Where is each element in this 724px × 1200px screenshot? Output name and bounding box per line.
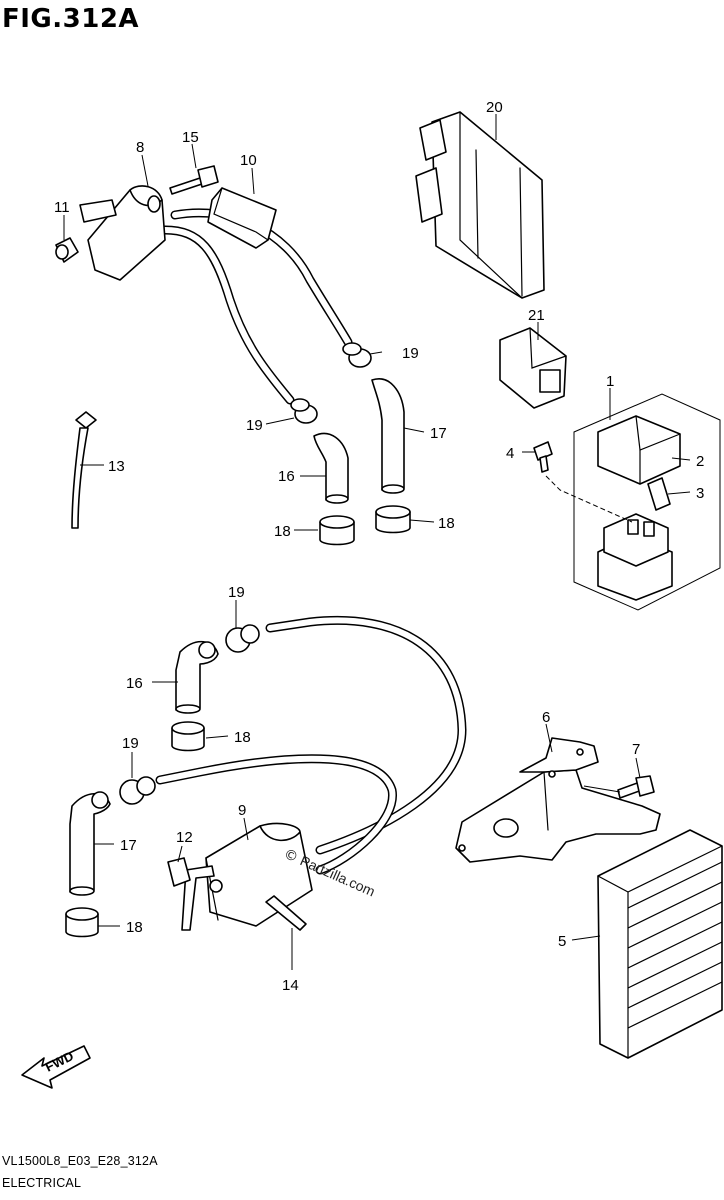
model-code: VL1500L8_E03_E28_312A bbox=[2, 1154, 158, 1168]
callout-6[interactable]: 6 bbox=[542, 709, 550, 726]
callout-19d[interactable]: 19 bbox=[122, 735, 139, 752]
seal-18-upper-right[interactable] bbox=[375, 505, 411, 534]
plug-cap-19-lower-upper[interactable] bbox=[225, 624, 260, 653]
callout-21[interactable]: 21 bbox=[528, 307, 545, 324]
callout-18d[interactable]: 18 bbox=[126, 919, 143, 936]
regulator-rectifier[interactable] bbox=[597, 829, 723, 1059]
callout-9[interactable]: 9 bbox=[238, 802, 246, 819]
callout-7[interactable]: 7 bbox=[632, 741, 640, 758]
callout-5[interactable]: 5 bbox=[558, 933, 566, 950]
spark-plug-cap-17-lower[interactable] bbox=[69, 791, 111, 896]
callout-20[interactable]: 20 bbox=[486, 99, 503, 116]
bracket-6[interactable] bbox=[455, 737, 661, 863]
callout-11[interactable]: 11 bbox=[54, 199, 70, 216]
callout-labels: 20 21 1 2 3 4 6 7 5 8 15 10 11 19 19 17 … bbox=[54, 99, 704, 994]
section-name: ELECTRICAL bbox=[2, 1176, 82, 1190]
cable-tie-13[interactable] bbox=[71, 411, 97, 529]
bolt-15[interactable] bbox=[169, 165, 219, 195]
callout-19b[interactable]: 19 bbox=[246, 417, 263, 434]
callout-2[interactable]: 2 bbox=[696, 453, 704, 470]
callout-18c[interactable]: 18 bbox=[234, 729, 251, 746]
callout-18b[interactable]: 18 bbox=[438, 515, 455, 532]
relay-cover-2[interactable] bbox=[597, 415, 681, 485]
callout-13[interactable]: 13 bbox=[108, 458, 125, 475]
callout-1[interactable]: 1 bbox=[606, 373, 614, 390]
callout-16b[interactable]: 16 bbox=[126, 675, 143, 692]
callout-4[interactable]: 4 bbox=[506, 445, 514, 462]
plug-cap-19-upper-left[interactable] bbox=[290, 398, 318, 424]
seal-18-lower-lower[interactable] bbox=[65, 907, 99, 938]
callout-leaders bbox=[63, 114, 691, 970]
seal-18-lower-upper[interactable] bbox=[171, 721, 205, 752]
callout-12[interactable]: 12 bbox=[176, 829, 193, 846]
seal-18-upper-left[interactable] bbox=[319, 515, 355, 546]
callout-17a[interactable]: 17 bbox=[430, 425, 447, 442]
plug-cap-19-upper-right[interactable] bbox=[342, 342, 372, 368]
callout-14[interactable]: 14 bbox=[282, 977, 299, 994]
ecm-unit[interactable] bbox=[415, 111, 545, 299]
bolt-14[interactable] bbox=[265, 895, 307, 931]
callout-16a[interactable]: 16 bbox=[278, 468, 295, 485]
fwd-arrow-icon: FWD bbox=[21, 1045, 91, 1089]
ignition-coil-lower[interactable] bbox=[155, 615, 467, 931]
spark-plug-cap-16-lower[interactable] bbox=[175, 640, 219, 714]
starter-relay[interactable] bbox=[597, 513, 673, 601]
callout-18a[interactable]: 18 bbox=[274, 523, 291, 540]
callout-15[interactable]: 15 bbox=[182, 129, 199, 146]
spark-plug-cap-17-upper[interactable] bbox=[371, 378, 405, 494]
spacer-12[interactable] bbox=[167, 857, 191, 887]
starter-relay-box bbox=[573, 393, 721, 611]
relay-21[interactable] bbox=[499, 327, 567, 409]
noise-suppressor[interactable] bbox=[207, 187, 277, 249]
callout-10[interactable]: 10 bbox=[240, 152, 257, 169]
fuse-3[interactable] bbox=[647, 477, 671, 511]
callout-19a[interactable]: 19 bbox=[402, 345, 419, 362]
figure-title: FIG.312A bbox=[2, 4, 140, 34]
bolt-7[interactable] bbox=[617, 775, 655, 799]
callout-17b[interactable]: 17 bbox=[120, 837, 137, 854]
spacer-11[interactable] bbox=[55, 237, 79, 263]
callout-8[interactable]: 8 bbox=[136, 139, 144, 156]
plug-cap-19-lower-lower[interactable] bbox=[119, 776, 156, 805]
spark-plug-cap-16-upper[interactable] bbox=[313, 432, 349, 504]
callout-19c[interactable]: 19 bbox=[228, 584, 245, 601]
callout-3[interactable]: 3 bbox=[696, 485, 704, 502]
screw-4[interactable] bbox=[533, 441, 553, 473]
